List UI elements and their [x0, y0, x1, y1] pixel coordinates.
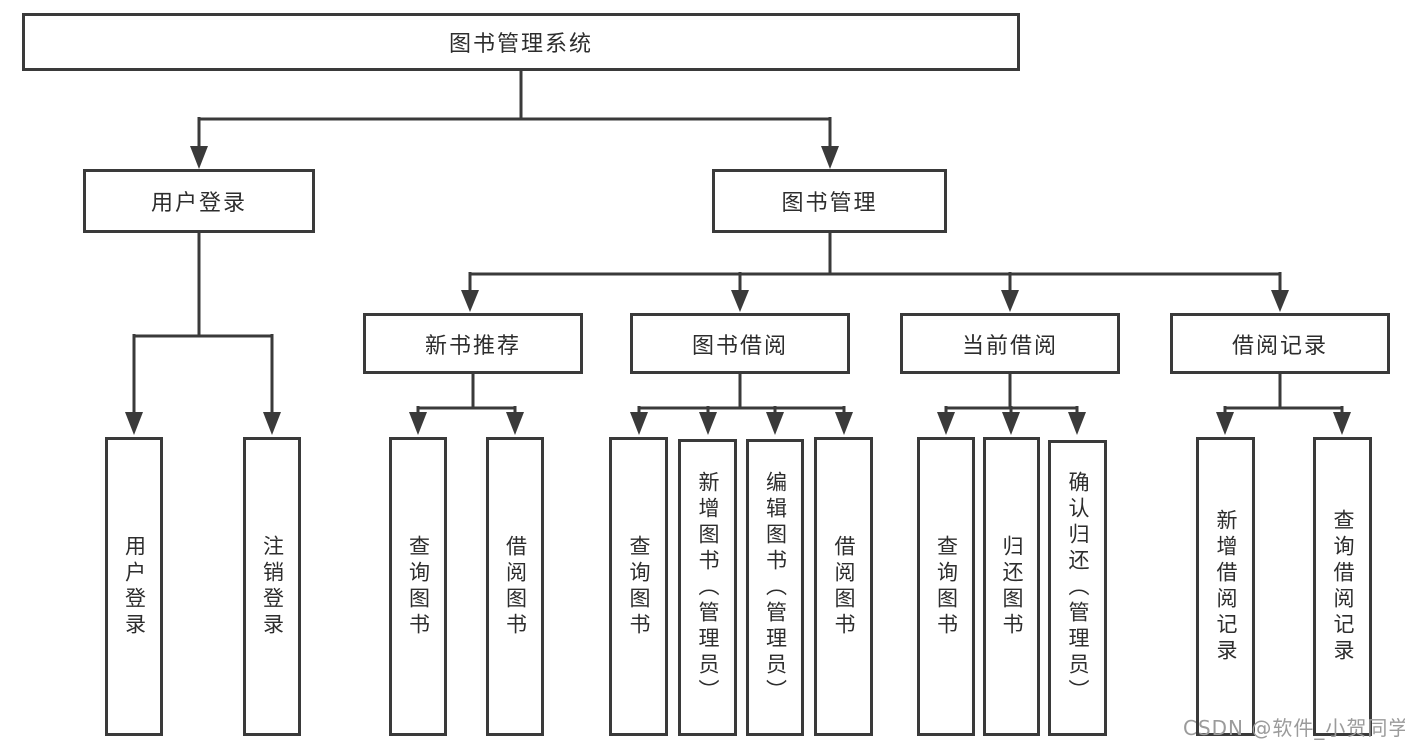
- leaf-return-books: 归还图书: [983, 437, 1040, 736]
- node-book-borrowing: 图书借阅: [630, 313, 850, 374]
- node-current-borrowing: 当前借阅: [900, 313, 1120, 374]
- connector-borrowing-records-to-leaves: [1216, 374, 1351, 435]
- connector-current-borrowing-to-leaves: [937, 374, 1086, 435]
- leaf-add-books-admin: 新增图书（管理员）: [678, 439, 737, 736]
- leaf-add-borrow-record: 新增借阅记录: [1196, 437, 1255, 736]
- node-user-login: 用户登录: [83, 169, 315, 233]
- leaf-confirm-return-admin: 确认归还（管理员）: [1048, 440, 1107, 736]
- leaf-query-borrow-record: 查询借阅记录: [1313, 437, 1372, 736]
- connector-root-to-level2: [190, 71, 839, 169]
- leaf-borrow-books-2: 借阅图书: [814, 437, 873, 736]
- node-borrowing-records: 借阅记录: [1170, 313, 1390, 374]
- connector-book-management-to-level3: [461, 233, 1289, 312]
- leaf-query-books-1: 查询图书: [389, 437, 447, 736]
- leaf-borrow-books-1: 借阅图书: [486, 437, 544, 736]
- leaf-edit-books-admin: 编辑图书（管理员）: [746, 439, 804, 736]
- leaf-query-books-2: 查询图书: [609, 437, 668, 736]
- node-root-library-management-system: 图书管理系统: [22, 13, 1020, 71]
- watermark: CSDN @软件_小贺同学: [1183, 716, 1405, 740]
- leaf-logout: 注销登录: [243, 437, 301, 736]
- leaf-user-login: 用户登录: [105, 437, 163, 736]
- node-new-book-recommend: 新书推荐: [363, 313, 583, 374]
- connector-user-login-to-leaves: [125, 233, 281, 435]
- connector-new-book-recommend-to-leaves: [409, 374, 524, 435]
- connector-book-borrowing-to-leaves: [630, 374, 853, 435]
- leaf-query-books-3: 查询图书: [917, 437, 975, 736]
- node-book-management: 图书管理: [712, 169, 947, 233]
